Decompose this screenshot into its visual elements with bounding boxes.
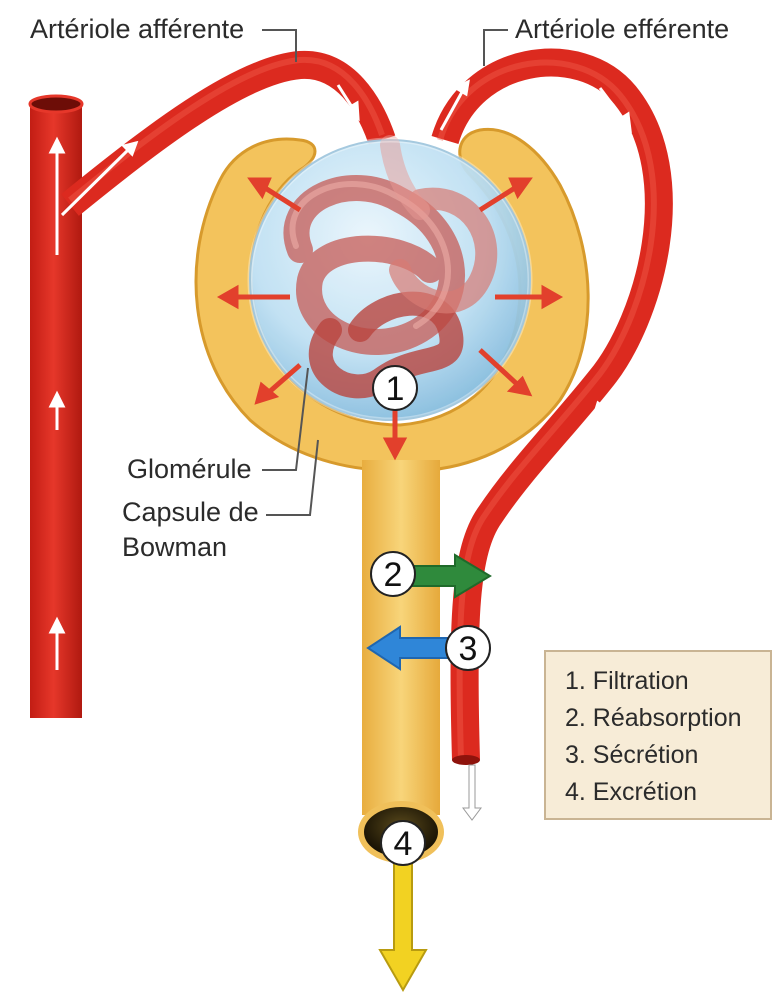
- efferent-outflow-arrow: [463, 765, 481, 820]
- vessel-top-opening: [30, 96, 82, 112]
- label-efferent-arteriole: Artériole efférente: [515, 14, 729, 44]
- label-capsule-line1: Capsule de: [122, 497, 259, 527]
- excretion-arrow: [380, 860, 426, 990]
- label-glomerule: Glomérule: [127, 454, 252, 484]
- legend-item-secretion: 3. Sécrétion: [565, 741, 698, 769]
- legend-item-filtration: 1. Filtration: [565, 667, 689, 695]
- legend-item-reabsorption: 2. Réabsorption: [565, 704, 742, 732]
- legend-item-excretion: 4. Excrétion: [565, 778, 697, 806]
- marker-4: 4: [381, 821, 425, 865]
- svg-text:4: 4: [394, 825, 413, 863]
- efferent-arteriole-end: [452, 755, 480, 765]
- marker-1: 1: [373, 366, 417, 410]
- legend-box: 1. Filtration 2. Réabsorption 3. Sécréti…: [545, 651, 771, 819]
- marker-3: 3: [446, 626, 490, 670]
- svg-text:2: 2: [384, 556, 403, 594]
- label-capsule-line2: Bowman: [122, 532, 227, 562]
- label-afferent-arteriole: Artériole afférente: [30, 14, 244, 44]
- marker-2: 2: [371, 552, 415, 596]
- svg-text:1: 1: [386, 370, 405, 408]
- svg-text:3: 3: [459, 630, 478, 668]
